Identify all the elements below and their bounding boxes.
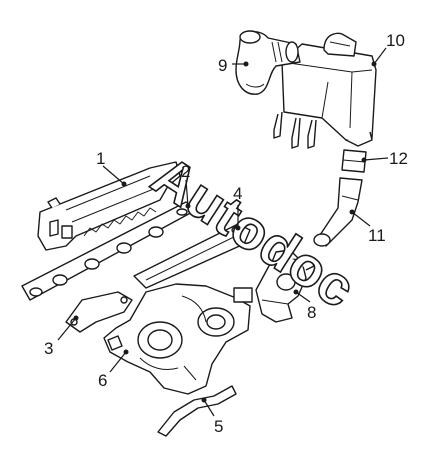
leader-10-dot [371,61,377,67]
callout-12: 12 [389,149,408,168]
callout-5: 5 [214,417,223,436]
leader-2 [185,179,189,207]
leader-12 [363,157,389,161]
callout-8: 8 [307,303,316,322]
part-9-elbow-hose [235,30,301,95]
callout-11: 11 [368,226,386,245]
callout-numbers: 1 2 3 4 5 6 8 9 10 11 12 [44,31,408,436]
leader-1 [102,165,125,185]
leader-lines [57,47,389,417]
leader-9-dot [243,61,249,67]
leader-10 [373,47,387,65]
callout-1: 1 [96,149,105,168]
part-5-oil-pipe [157,385,237,437]
leader-1-dot [121,181,127,187]
callout-2: 2 [181,162,190,181]
part-11-charge-pipe [313,177,363,247]
leader-6-dot [123,349,129,355]
leader-12-dot [361,157,367,163]
part-4-heat-shield [133,223,251,289]
part-1-intake-manifold [37,161,181,251]
callout-9: 9 [218,56,227,75]
leader-6 [109,351,127,373]
leader-3 [57,317,77,341]
leader-8-dot [293,289,299,295]
part-12-coupling-sleeve [341,149,367,173]
leader-5 [203,399,215,417]
callout-3: 3 [44,339,53,358]
leader-11-dot [349,209,355,215]
callout-4: 4 [233,184,242,203]
leader-5-dot [201,397,207,403]
leader-8 [295,291,311,303]
callout-6: 6 [98,371,107,390]
part-3-support-bracket [65,291,133,333]
part-8-actuator [255,249,315,323]
leader-3-dot [73,315,79,321]
part-6-turbocharger [103,283,253,395]
part-2-manifold-gasket [21,201,197,301]
part-10-air-box [273,32,377,149]
leader-11 [351,211,371,227]
callout-10: 10 [386,31,405,50]
leader-4-dot [235,225,241,231]
leader-2-dot [185,203,191,209]
